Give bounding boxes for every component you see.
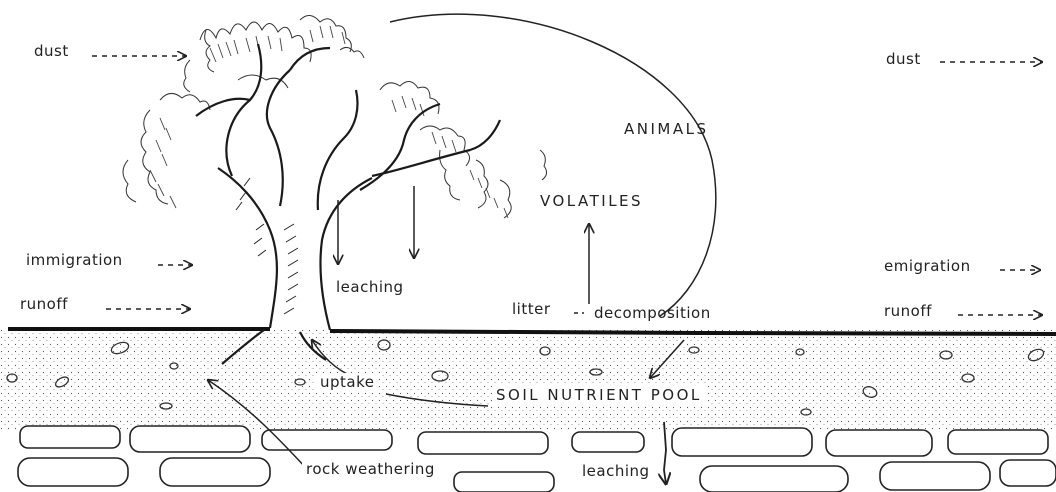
soil-layer bbox=[0, 330, 1056, 430]
emigration-label: emigration bbox=[884, 257, 971, 275]
tree-trunk bbox=[196, 44, 500, 364]
litter-label: litter bbox=[512, 300, 551, 318]
tree-canopy bbox=[123, 15, 547, 218]
bedrock-leaching-arrow bbox=[664, 422, 666, 484]
decomposition-label: decomposition bbox=[594, 304, 711, 322]
soil-nutrient-pool-label: SOIL NUTRIENT POOL bbox=[492, 386, 706, 404]
dust-right-label: dust bbox=[886, 50, 921, 68]
runoff-left-label: runoff bbox=[20, 295, 68, 313]
trunk-shading bbox=[236, 178, 298, 314]
rock-weathering-label: rock weathering bbox=[302, 460, 439, 478]
immigration-label: immigration bbox=[26, 251, 123, 269]
animals-label: ANIMALS bbox=[624, 120, 709, 138]
runoff-right-label: runoff bbox=[884, 302, 932, 320]
leaching-canopy-label: leaching bbox=[336, 278, 404, 296]
bedrock-stones bbox=[18, 426, 1056, 492]
animals-cycle-arc bbox=[390, 14, 716, 316]
volatiles-label: VOLATILES bbox=[540, 192, 643, 210]
uptake-label: uptake bbox=[316, 373, 378, 391]
canopy-hatching bbox=[150, 26, 508, 218]
leaching-bedrock-label: leaching bbox=[578, 462, 654, 480]
dust-left-label: dust bbox=[34, 42, 69, 60]
